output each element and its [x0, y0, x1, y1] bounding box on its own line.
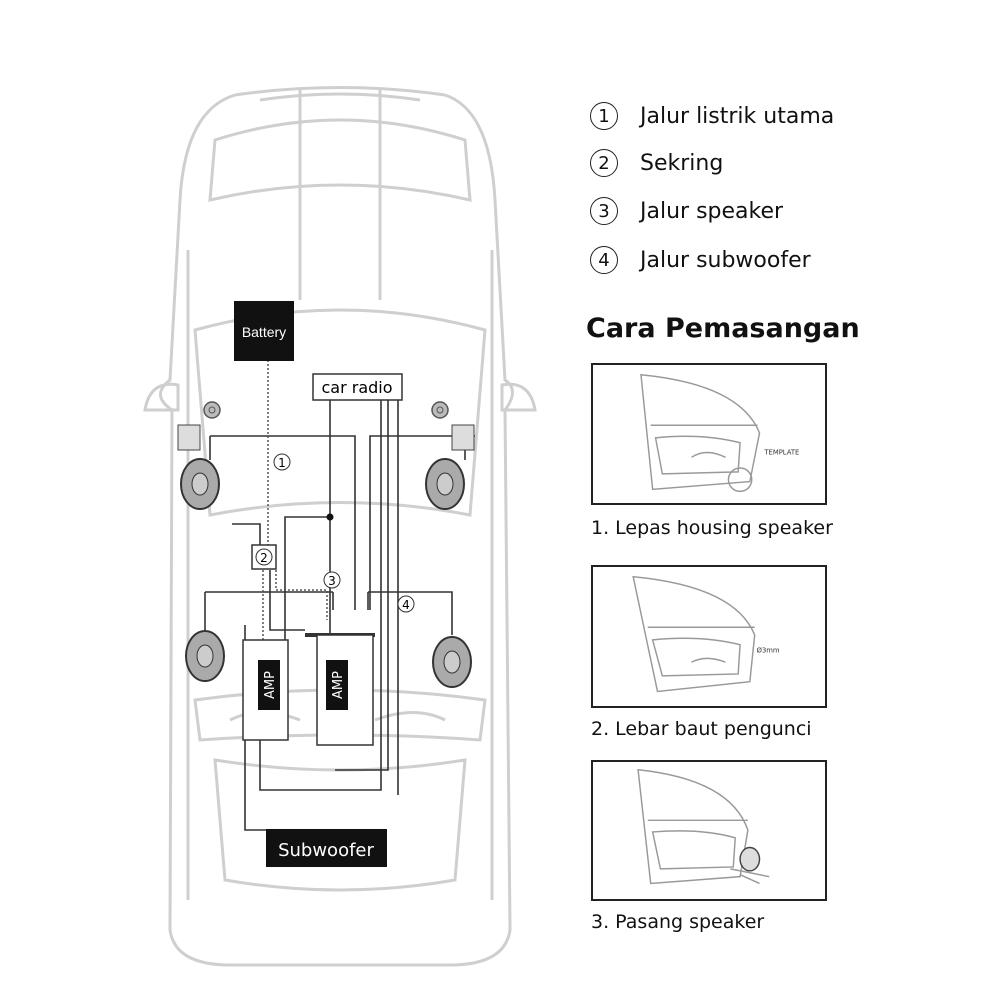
car-wiring-diagram: Battery car radio 2 1 3 4 AMP AMP Subwoo…: [143, 86, 537, 967]
step-2-annotation: Ø3mm: [757, 647, 780, 655]
fuse-marker: 2: [260, 551, 268, 565]
legend-number: 4: [590, 246, 618, 274]
battery-label: Battery: [242, 324, 286, 340]
speaker-front-right: [425, 458, 465, 510]
legend-number: 2: [590, 149, 618, 177]
legend-label: Jalur subwoofer: [640, 247, 811, 273]
amp-left-label: AMP: [263, 671, 278, 699]
main-power-line: [262, 360, 328, 640]
legend-label: Jalur listrik utama: [640, 103, 835, 129]
legend-item-speaker-line: 3 Jalur speaker: [590, 197, 783, 225]
junction-dot: [326, 513, 334, 521]
steps-title: Cara Pemasangan: [586, 313, 860, 344]
tweeter-left: [203, 401, 221, 419]
legend-item-subwoofer-line: 4 Jalur subwoofer: [590, 246, 811, 274]
speaker-front-left: [180, 458, 220, 510]
legend-number: 3: [590, 197, 618, 225]
speaker-rear-right: [432, 636, 472, 688]
amp-right-label: AMP: [331, 671, 346, 699]
car-outline: [143, 86, 537, 967]
legend-item-main-power: 1 Jalur listrik utama: [590, 102, 834, 130]
marker-1: 1: [278, 456, 286, 470]
step-1-caption: 1. Lepas housing speaker: [591, 517, 833, 539]
step-2-caption: 2. Lebar baut pengunci: [591, 718, 812, 740]
step-3-caption: 3. Pasang speaker: [591, 911, 765, 933]
car-radio-box: [312, 373, 403, 401]
step-1-illustration: TEMPLATE: [591, 363, 827, 505]
step-3-illustration: [591, 760, 827, 901]
crossover-right: [451, 424, 475, 451]
step-2-illustration: Ø3mm: [591, 565, 827, 708]
battery-box: [234, 301, 294, 361]
legend-number: 1: [590, 102, 618, 130]
marker-4: 4: [402, 598, 410, 612]
subwoofer-box: [266, 829, 387, 867]
legend-label: Jalur speaker: [640, 198, 784, 224]
marker-3: 3: [328, 574, 336, 588]
speaker-rear-left: [185, 630, 225, 682]
car-radio-label: car radio: [321, 378, 392, 397]
subwoofer-label: Subwoofer: [278, 840, 374, 861]
step-1-annotation: TEMPLATE: [763, 448, 799, 456]
legend-label: Sekring: [640, 150, 724, 176]
crossover-left: [177, 424, 201, 451]
tweeter-right: [431, 401, 449, 419]
legend-item-fuse: 2 Sekring: [590, 149, 723, 177]
